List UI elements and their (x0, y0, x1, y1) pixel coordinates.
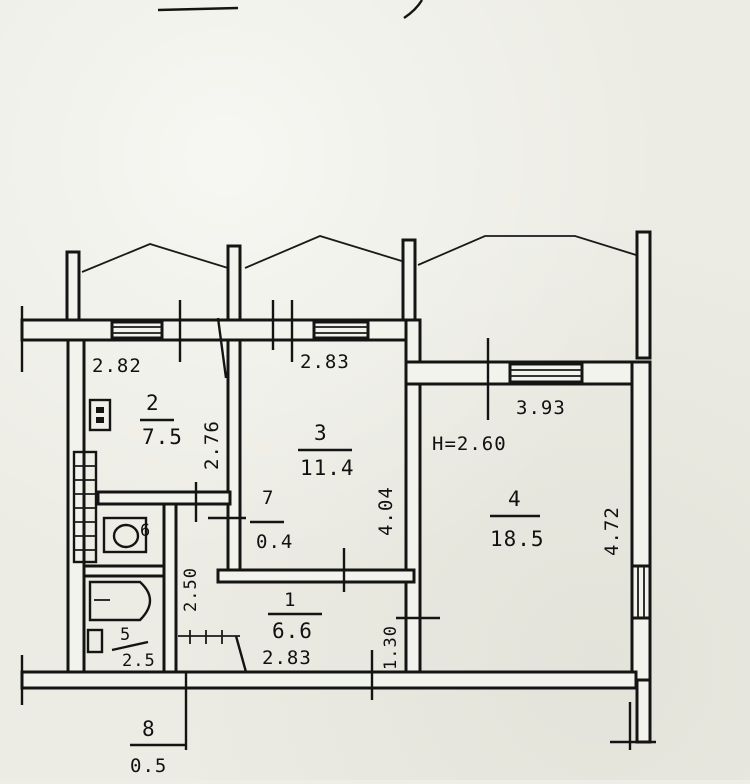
room3-number: 3 (314, 421, 328, 445)
wall-right-extension (635, 678, 652, 744)
room5-area: 2.5 (122, 651, 156, 671)
room1-number: 1 (284, 589, 296, 611)
window-room3 (312, 320, 370, 340)
room8-area: 0.5 (130, 755, 167, 777)
window-room4 (508, 362, 584, 384)
room2-length: 2.76 (201, 420, 223, 470)
room3-area: 11.4 (300, 456, 355, 480)
balcony-post-3 (401, 238, 417, 324)
toilet-bowl (112, 523, 140, 549)
toilet-tank (102, 516, 148, 554)
balcony-post-4 (635, 230, 652, 360)
wall-right (630, 360, 652, 682)
room1-length: 1.30 (381, 625, 401, 670)
corridor-side-dimension: 2.50 (181, 567, 201, 612)
room7-number: 7 (262, 487, 274, 509)
room2-width: 2.82 (92, 355, 142, 377)
room4-number: 4 (508, 487, 522, 511)
scribble-top-left (157, 6, 239, 12)
balcony-post-2 (226, 244, 242, 324)
window-room4-side (630, 564, 652, 620)
room2-area: 7.5 (142, 425, 183, 449)
room5-number: 5 (120, 625, 131, 645)
balcony-outline-middle (244, 235, 406, 269)
room1-width: 2.83 (262, 647, 312, 669)
wall-partition-3-4 (404, 382, 422, 674)
bathtub (88, 580, 152, 622)
room4-width: 3.93 (516, 397, 566, 419)
fixture-room2 (88, 398, 112, 432)
balcony-outline-right (417, 235, 637, 266)
balcony-post-1 (65, 250, 81, 324)
window-room2 (110, 320, 164, 340)
wall-partition-2-3 (226, 338, 242, 580)
room4-length: 4.72 (601, 506, 623, 556)
wall-room3-bottom (216, 568, 416, 584)
wall-bottom (20, 670, 638, 690)
wall-left (66, 338, 86, 682)
room1-area: 6.6 (272, 619, 313, 643)
wall-jog (404, 318, 422, 368)
sink (86, 628, 104, 654)
wall-room2-bottom (96, 490, 232, 506)
ceiling-height: H=2.60 (432, 433, 507, 455)
room7-area: 0.4 (256, 531, 293, 553)
scribble-top-right (403, 0, 424, 19)
room6-number: 6 (140, 521, 151, 541)
wall-bath-right (162, 502, 178, 674)
room4-area: 18.5 (490, 527, 545, 551)
wall-wc-bath (82, 564, 172, 578)
balcony-outline-left (81, 243, 229, 273)
room2-number: 2 (146, 391, 160, 415)
room8-number: 8 (142, 717, 156, 741)
room3-width: 2.83 (300, 351, 350, 373)
stove-stack (72, 450, 98, 564)
room3-length: 4.04 (375, 486, 397, 536)
